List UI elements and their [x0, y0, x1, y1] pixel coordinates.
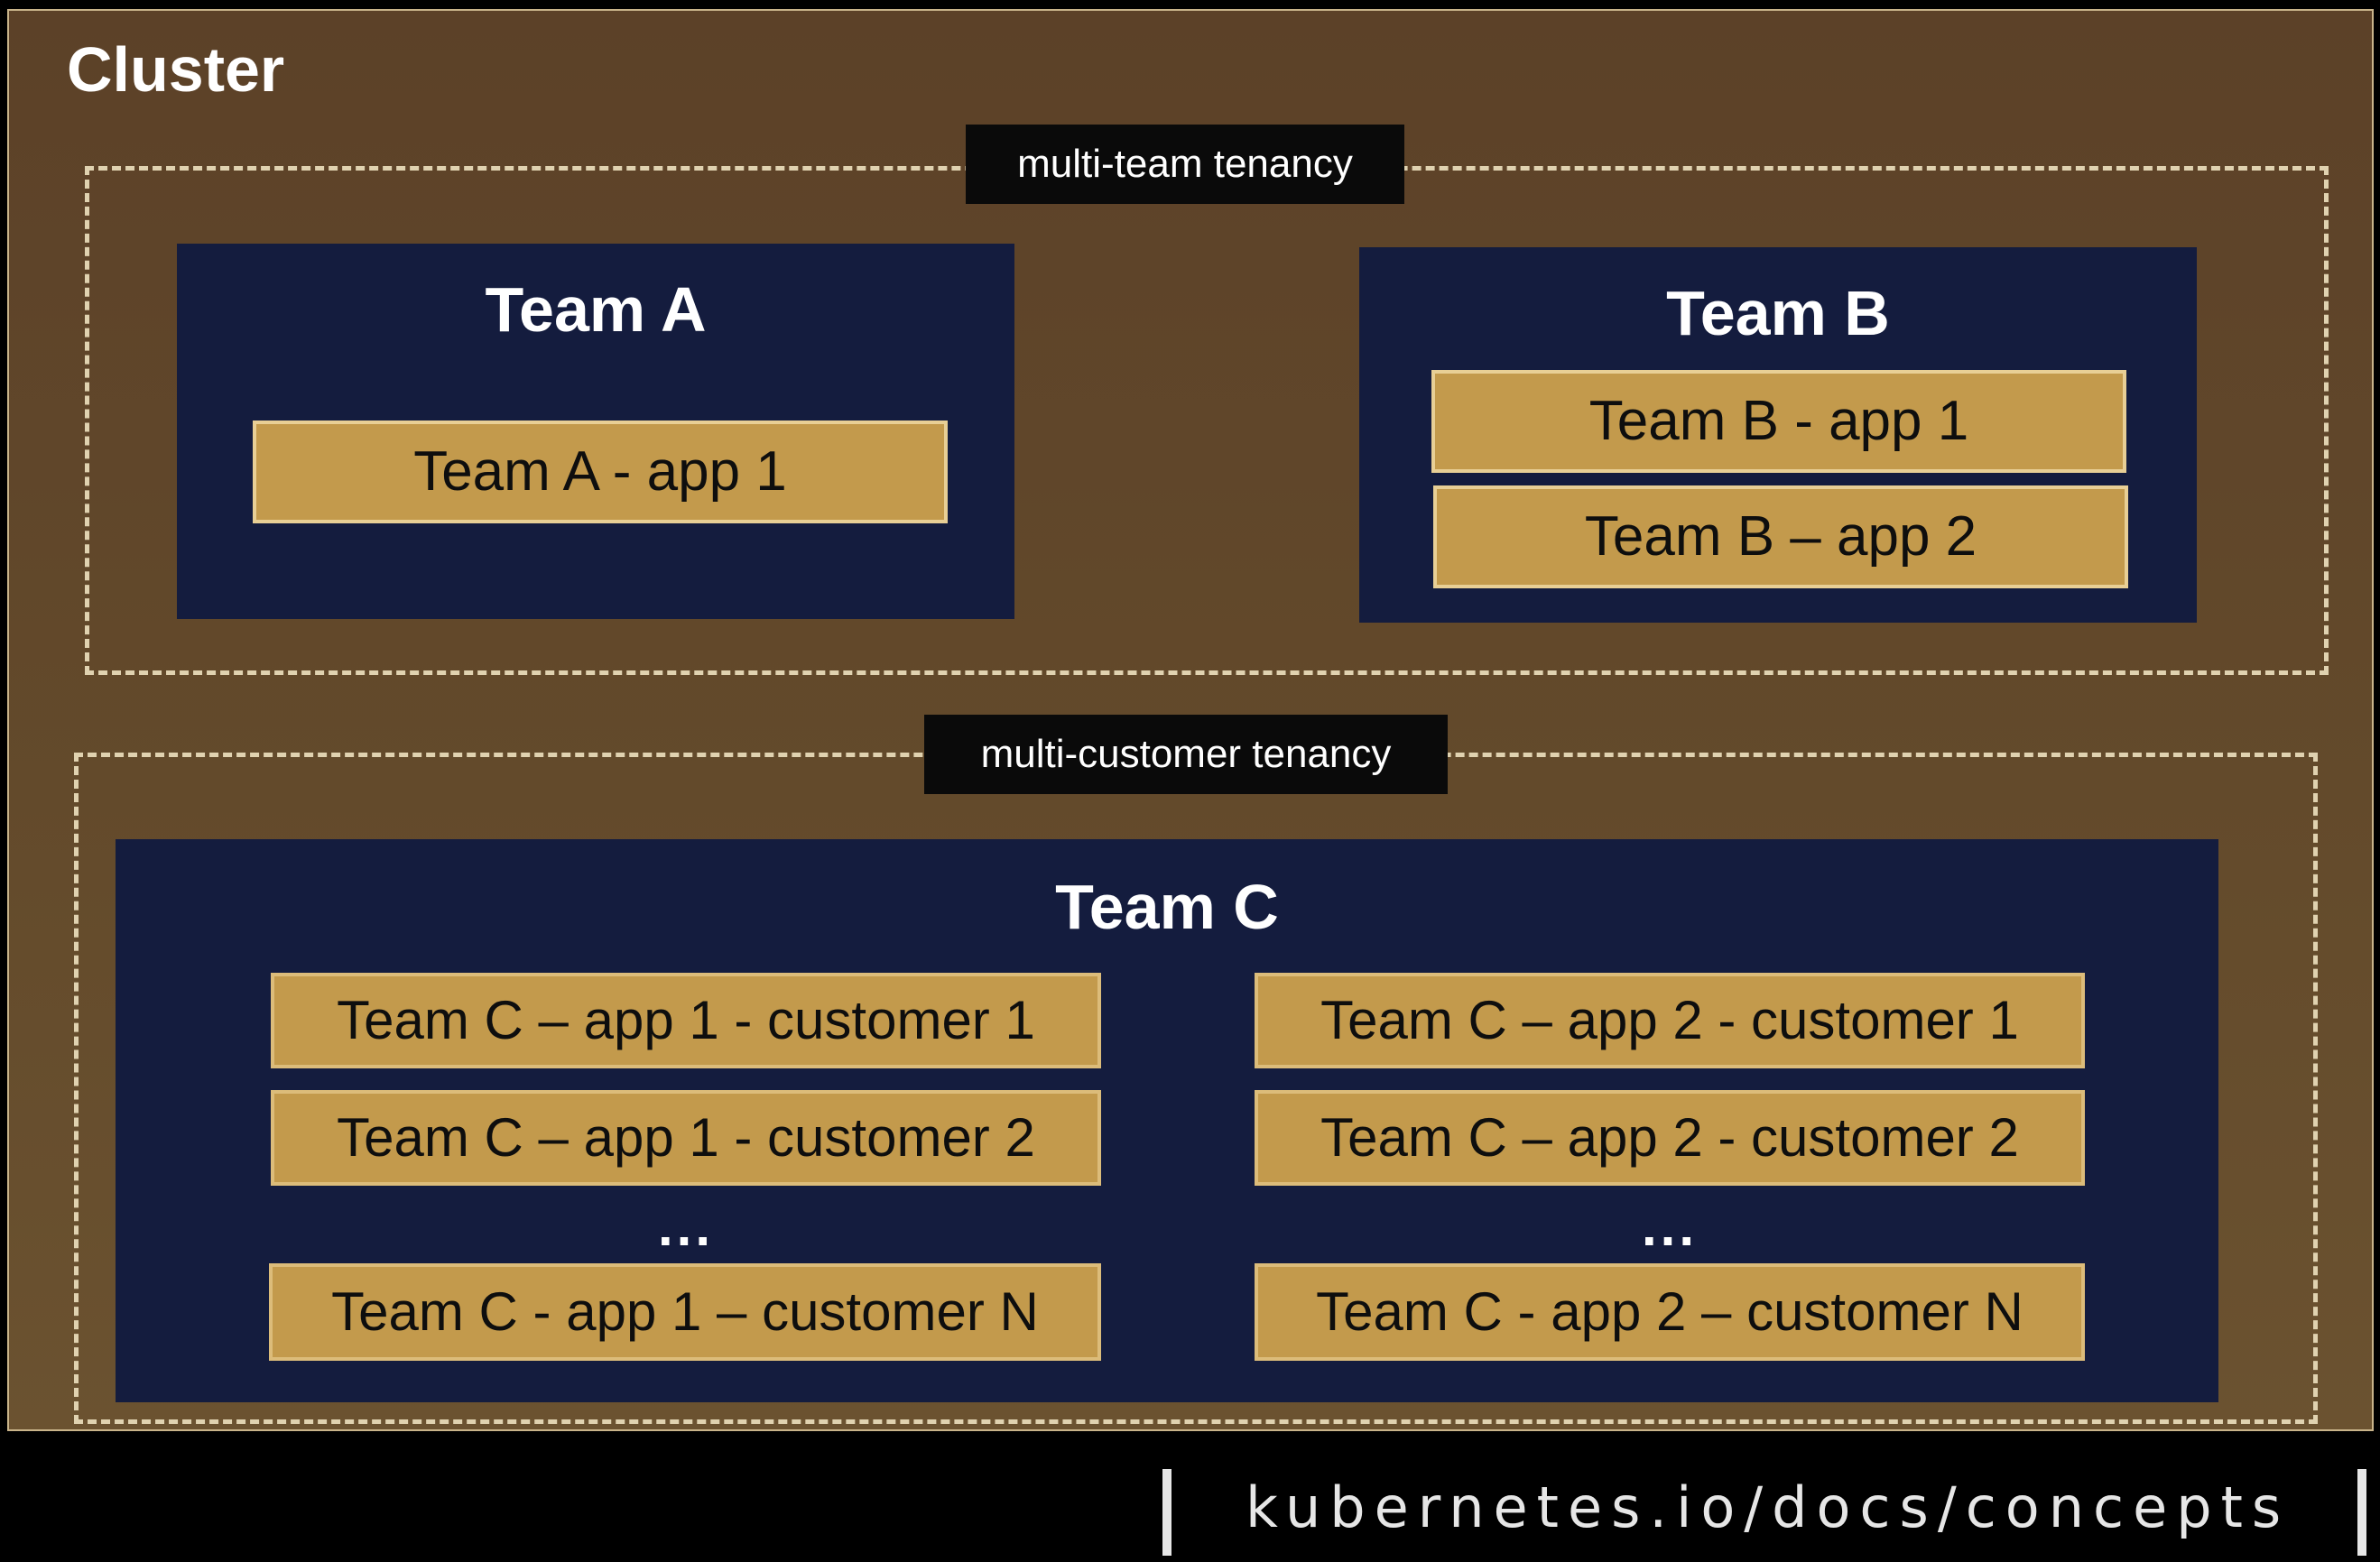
footer-bar-left: [1162, 1469, 1171, 1556]
team-c-app2-ellipsis: ...: [1641, 1197, 1698, 1257]
team-a-box: Team A Team A - app 1: [177, 244, 1014, 619]
team-c-app2-customer-n: Team C - app 2 – customer N: [1255, 1263, 2085, 1361]
team-a-title: Team A: [485, 274, 707, 345]
cluster-title: Cluster: [67, 34, 285, 105]
team-b-app-1: Team B - app 1: [1431, 370, 2126, 473]
cluster-container: Cluster multi-team tenancy Team A Team A…: [7, 9, 2374, 1431]
team-a-app-1: Team A - app 1: [253, 421, 948, 523]
team-c-box: Team C Team C – app 1 - customer 1 Team …: [116, 839, 2218, 1402]
multi-customer-tenancy-label: multi-customer tenancy: [924, 715, 1448, 794]
team-c-app2-customer-2: Team C – app 2 - customer 2: [1255, 1090, 2085, 1186]
team-c-app1-customer-n: Team C - app 1 – customer N: [269, 1263, 1101, 1361]
team-c-app1-customer-2: Team C – app 1 - customer 2: [271, 1090, 1101, 1186]
team-b-title: Team B: [1666, 278, 1890, 348]
team-b-box: Team B Team B - app 1 Team B – app 2: [1359, 247, 2197, 623]
footer-bar-right: [2357, 1469, 2366, 1556]
footer-url-text: kubernetes.io/docs/concepts: [1246, 1474, 2291, 1540]
multi-team-tenancy-label: multi-team tenancy: [966, 125, 1404, 204]
team-c-title: Team C: [1055, 872, 1279, 942]
team-c-app1-customer-1: Team C – app 1 - customer 1: [271, 973, 1101, 1068]
team-c-app2-customer-1: Team C – app 2 - customer 1: [1255, 973, 2085, 1068]
team-b-app-2: Team B – app 2: [1433, 485, 2128, 588]
team-c-app1-ellipsis: ...: [657, 1197, 714, 1257]
